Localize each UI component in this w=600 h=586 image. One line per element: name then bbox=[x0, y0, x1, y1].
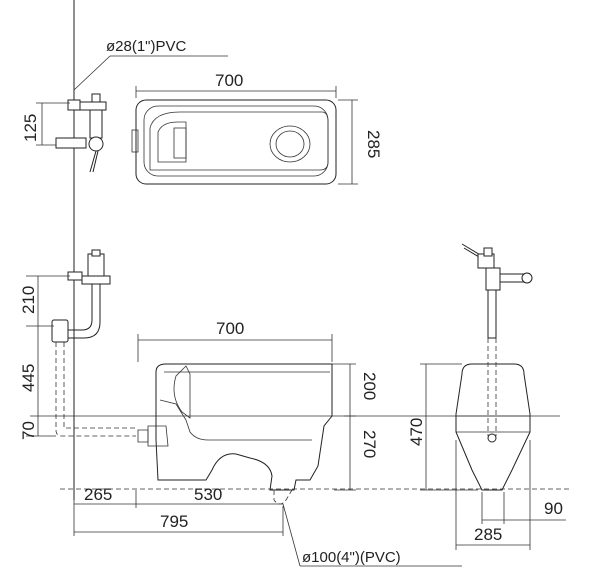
top-view-toilet bbox=[131, 99, 337, 185]
outlet-90-label: 90 bbox=[544, 499, 563, 518]
top-depth-dimension bbox=[338, 99, 358, 185]
front-width-dimensions bbox=[455, 440, 566, 550]
pipe-bottom-pointer bbox=[282, 503, 462, 567]
top-depth-label: 285 bbox=[364, 130, 383, 158]
valve-height-dimension bbox=[36, 102, 70, 146]
pipe-top-pointer bbox=[73, 55, 228, 91]
pipe-70-label: 70 bbox=[19, 421, 38, 440]
side-height-dimension bbox=[332, 363, 356, 491]
side-width-label: 700 bbox=[216, 319, 244, 338]
front-height-dimension bbox=[420, 363, 478, 491]
offset-265-label: 265 bbox=[84, 485, 112, 504]
top-width-dimension bbox=[135, 86, 337, 98]
pipe-445-label: 445 bbox=[19, 364, 38, 392]
pipe-bottom-label: ø100(4")(PVC) bbox=[302, 549, 401, 566]
pipe-top-label: ø28(1")PVC bbox=[106, 38, 187, 55]
side-lower-height-label: 270 bbox=[360, 430, 379, 458]
overall-795-label: 795 bbox=[160, 512, 188, 531]
toilet-side-view bbox=[137, 363, 333, 505]
flush-valve-top-view bbox=[55, 93, 107, 173]
front-height-label: 470 bbox=[407, 418, 426, 446]
horizontal-offset-dimensions bbox=[73, 490, 284, 536]
pipe-vertical-dimensions bbox=[26, 275, 70, 437]
pipe-210-label: 210 bbox=[19, 286, 38, 314]
flush-valve-front-view bbox=[461, 243, 533, 339]
offset-530-label: 530 bbox=[194, 485, 222, 504]
flush-pipe-side-view bbox=[51, 249, 136, 437]
side-upper-height-label: 200 bbox=[360, 372, 379, 400]
front-width-label: 285 bbox=[474, 525, 502, 544]
valve-height-label: 125 bbox=[21, 114, 40, 142]
top-width-label: 700 bbox=[215, 71, 243, 90]
toilet-front-view bbox=[455, 338, 531, 491]
side-width-dimension bbox=[137, 334, 333, 362]
